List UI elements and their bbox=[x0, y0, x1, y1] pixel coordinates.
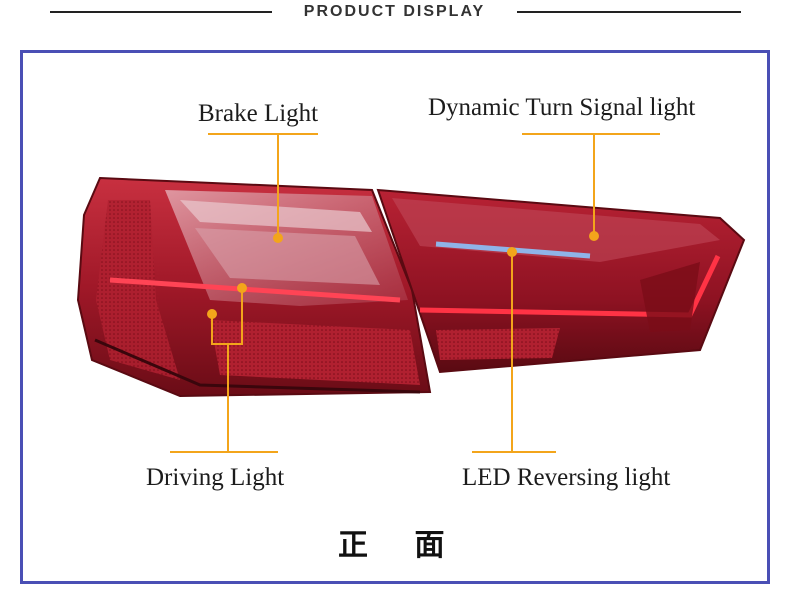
callout-leaders bbox=[170, 133, 660, 453]
right-lamp-unit bbox=[376, 188, 746, 374]
view-caption: 正 面 bbox=[338, 528, 463, 563]
header-rule-left bbox=[50, 11, 272, 13]
section-header: PRODUCT DISPLAY bbox=[0, 0, 790, 26]
header-title: PRODUCT DISPLAY bbox=[303, 3, 486, 20]
header-rule-right bbox=[517, 11, 741, 13]
reversing-light-label: LED Reversing light bbox=[462, 464, 671, 491]
callout-dots bbox=[207, 231, 599, 319]
turn-signal-label: Dynamic Turn Signal light bbox=[428, 94, 696, 121]
driving-light-label: Driving Light bbox=[146, 464, 285, 491]
brake-light-label: Brake Light bbox=[198, 100, 319, 127]
left-lamp-unit bbox=[76, 176, 432, 398]
